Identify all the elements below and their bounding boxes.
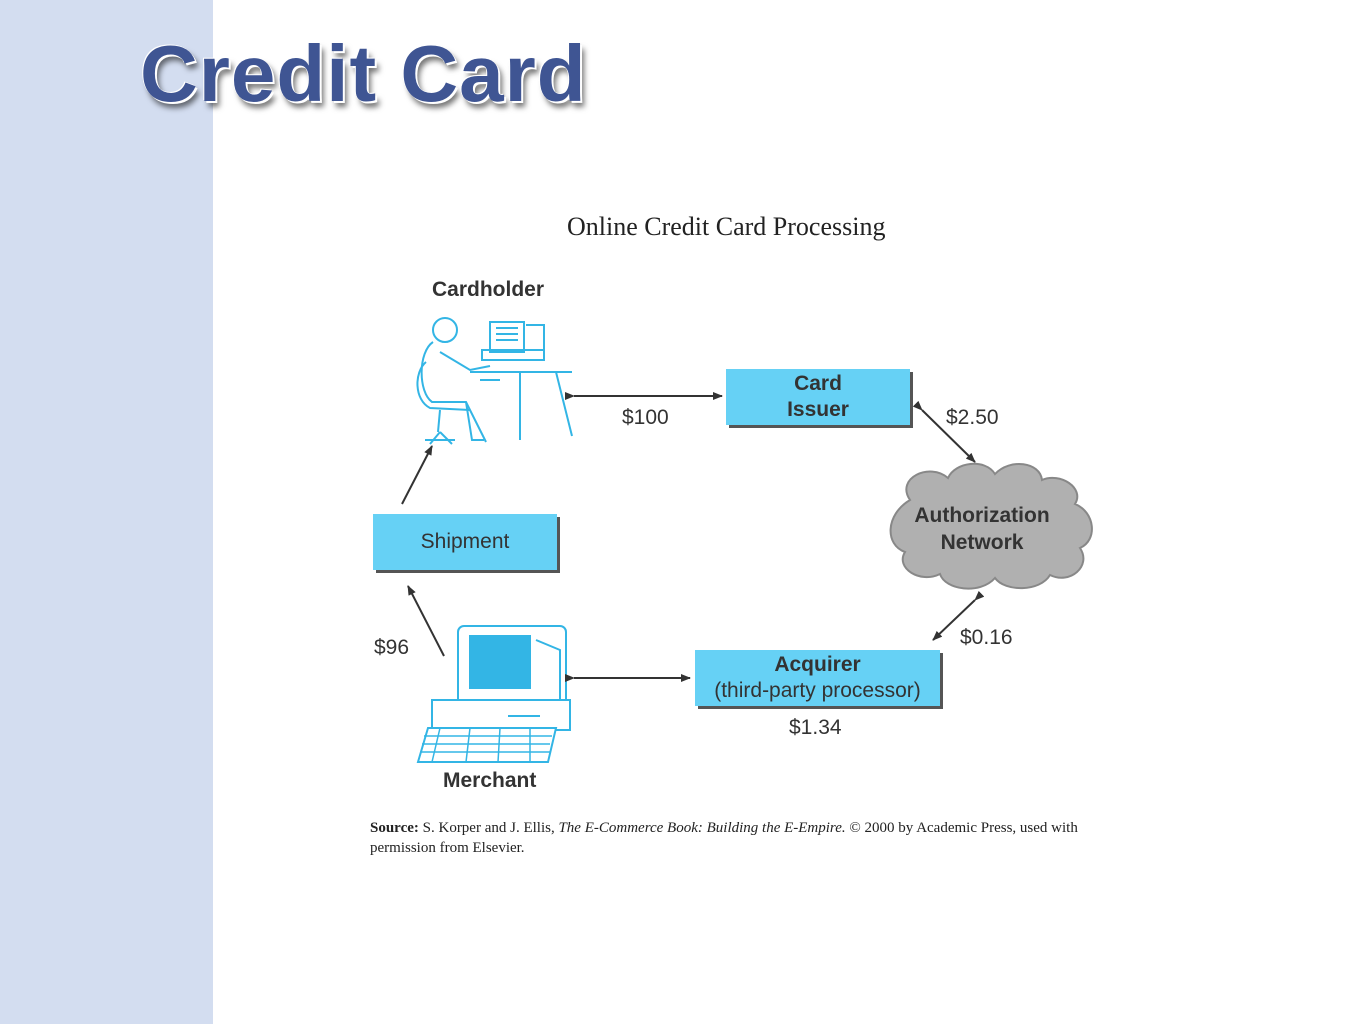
amount-96: $96 xyxy=(374,636,410,659)
merchant-label: Merchant xyxy=(443,769,537,792)
card-issuer-line2: Issuer xyxy=(787,398,849,421)
acquirer-line2: (third-party processor) xyxy=(714,679,921,702)
auth-line1: Authorization xyxy=(914,504,1050,527)
amount-0-16: $0.16 xyxy=(960,626,1013,649)
acquirer-line1: Acquirer xyxy=(774,653,861,676)
source-authors: S. Korper and J. Ellis, xyxy=(418,820,559,836)
authorization-network-cloud xyxy=(889,462,1093,590)
card-issuer-line1: Card xyxy=(794,372,842,395)
cardholder-label: Cardholder xyxy=(432,278,545,301)
shipment-box: Shipment xyxy=(373,514,557,570)
source-rest: © 2000 by Academic Press, used with perm… xyxy=(370,820,1078,856)
amount-2-50: $2.50 xyxy=(946,406,999,429)
amount-100: $100 xyxy=(622,406,669,429)
shipment-label: Shipment xyxy=(420,530,510,553)
auth-line2: Network xyxy=(940,531,1024,554)
figure-title: Online Credit Card Processing xyxy=(567,212,886,241)
acquirer-box: Acquirer (third-party processor) xyxy=(695,650,940,706)
merchant-computer-icon xyxy=(416,625,571,763)
arrow-network-acquirer xyxy=(932,590,985,641)
slide-title: Credit Card xyxy=(140,29,587,118)
arrow-issuer-network xyxy=(912,400,976,463)
cardholder-icon xyxy=(416,317,573,445)
arrow-merchant-shipment xyxy=(407,585,445,657)
sidebar-panel xyxy=(0,0,213,1024)
amount-1-34: $1.34 xyxy=(789,716,842,739)
source-prefix: Source: xyxy=(370,820,419,836)
card-issuer-box: Card Issuer xyxy=(726,369,910,425)
source-book-title: The E-Commerce Book: Building the E-Empi… xyxy=(558,820,846,836)
authorization-network-label: Authorization Network xyxy=(906,502,1058,556)
arrow-shipment-cardholder xyxy=(401,445,433,505)
source-citation: Source: S. Korper and J. Ellis, The E-Co… xyxy=(370,818,1090,858)
